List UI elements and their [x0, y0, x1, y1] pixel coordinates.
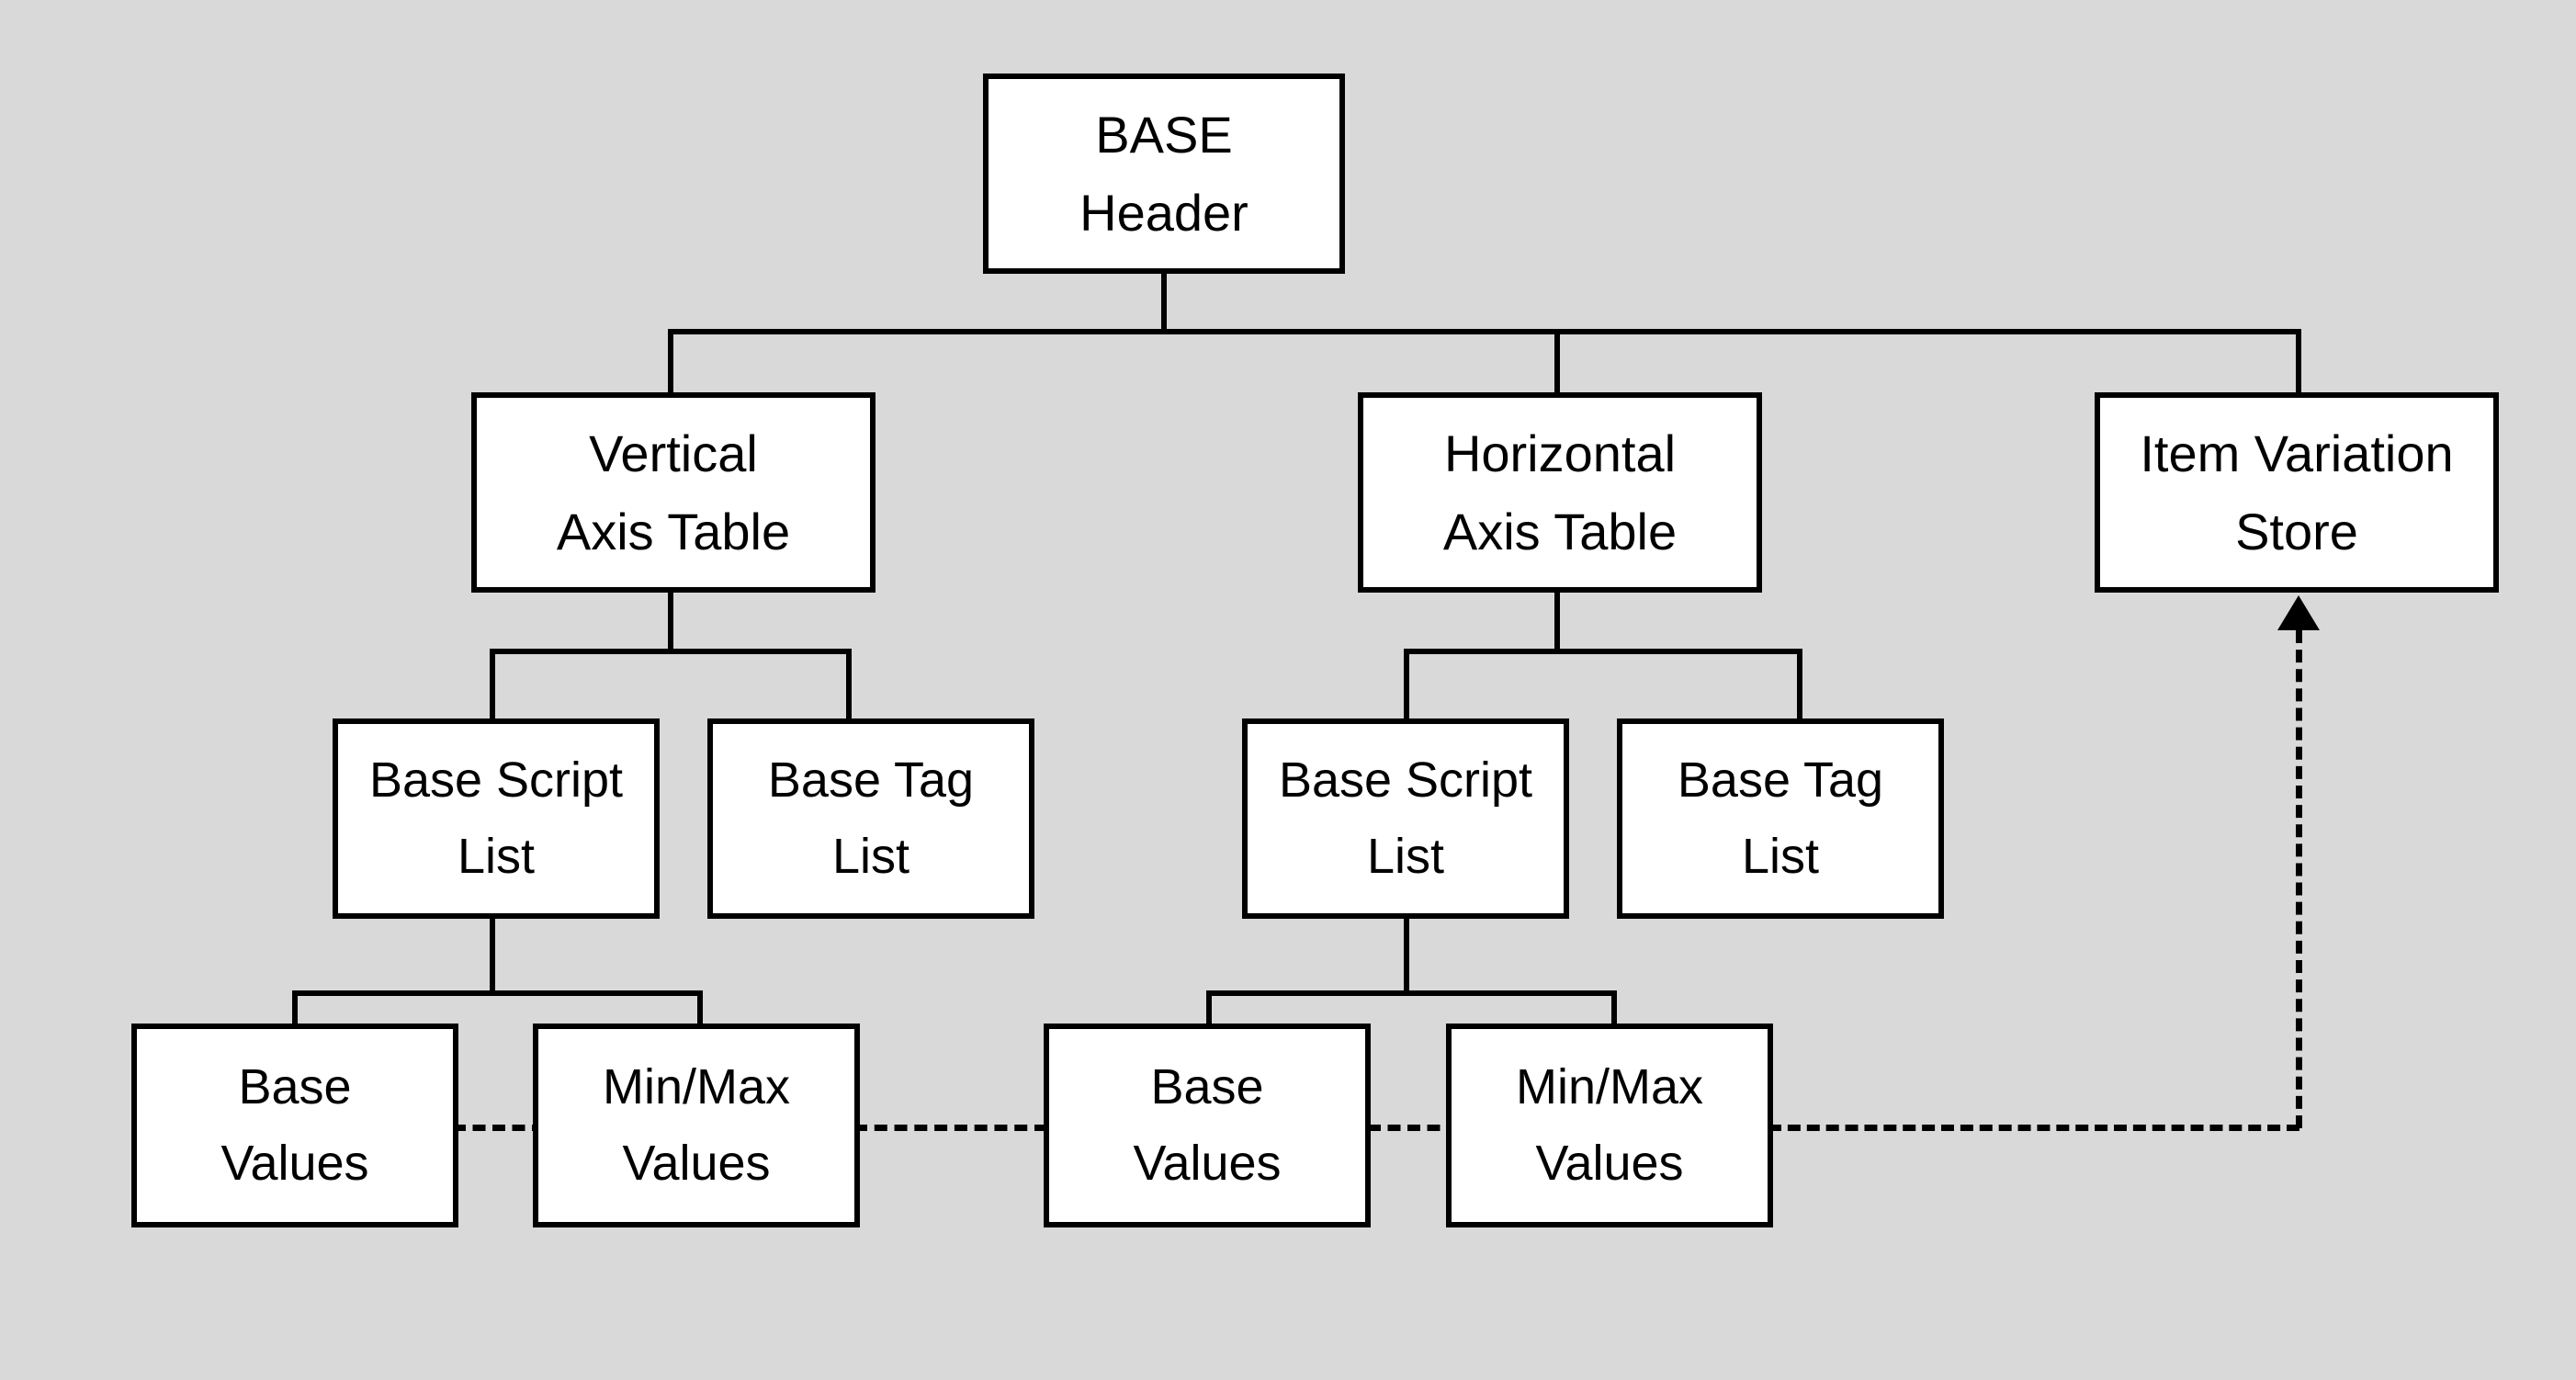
dashed-link-v-minmax-to-h-base	[854, 1125, 1047, 1131]
connector-bus-to-horizontal-axis	[1554, 329, 1560, 395]
dashed-link-v-base-to-v-minmax	[453, 1125, 545, 1131]
node-horizontal-base-script-list[interactable]: Base Script List	[1242, 718, 1569, 919]
node-vertical-axis-table[interactable]: Vertical Axis Table	[471, 392, 876, 593]
node-item-variation-store[interactable]: Item Variation Store	[2095, 392, 2499, 593]
node-horizontal-base-values-line1: Base	[1150, 1058, 1264, 1114]
node-horizontal-minmax-values-line2: Values	[1535, 1136, 1684, 1191]
node-vertical-minmax-values-line2: Values	[622, 1136, 771, 1191]
node-base-header-line2: Header	[1079, 184, 1248, 242]
dashed-link-h-base-to-h-minmax	[1368, 1125, 1460, 1131]
connector-to-h-base-values	[1206, 990, 1212, 1027]
node-vertical-base-values[interactable]: Base Values	[131, 1024, 458, 1227]
dashed-link-h-minmax-to-item-variation	[1768, 1125, 2299, 1131]
connector-horizontal-axis-stem	[1554, 590, 1560, 654]
node-horizontal-base-tag-list[interactable]: Base Tag List	[1617, 718, 1944, 919]
arrowhead-up-icon	[2277, 595, 2320, 630]
node-horizontal-axis-table-line2: Axis Table	[1442, 503, 1678, 560]
connector-to-v-base-script-list	[490, 649, 495, 722]
node-vertical-minmax-values[interactable]: Min/Max Values	[533, 1024, 860, 1227]
node-vertical-base-script-list-line2: List	[457, 829, 536, 884]
node-horizontal-base-script-list-line2: List	[1366, 829, 1445, 884]
node-vertical-base-tag-list-line2: List	[831, 829, 910, 884]
node-horizontal-base-tag-list-line2: List	[1741, 829, 1820, 884]
node-vertical-axis-table-line1: Vertical	[589, 424, 758, 482]
connector-to-v-minmax-values	[697, 990, 703, 1027]
connector-h-base-script-list-stem	[1404, 915, 1409, 994]
node-vertical-base-tag-list[interactable]: Base Tag List	[707, 718, 1034, 919]
connector-bus-to-vertical-axis	[668, 329, 673, 395]
node-horizontal-axis-table-line1: Horizontal	[1443, 424, 1677, 482]
dashed-link-riser-to-item-variation	[2296, 630, 2302, 1128]
node-vertical-axis-table-line2: Axis Table	[556, 503, 791, 560]
node-horizontal-base-script-list-line1: Base Script	[1278, 752, 1533, 808]
node-horizontal-axis-table[interactable]: Horizontal Axis Table	[1358, 392, 1762, 593]
node-base-header[interactable]: BASE Header	[983, 74, 1345, 274]
node-vertical-minmax-values-line1: Min/Max	[602, 1058, 791, 1114]
node-item-variation-store-line1: Item Variation	[2140, 424, 2454, 482]
node-horizontal-minmax-values[interactable]: Min/Max Values	[1446, 1024, 1773, 1227]
node-vertical-base-script-list[interactable]: Base Script List	[333, 718, 660, 919]
node-horizontal-base-values[interactable]: Base Values	[1044, 1024, 1371, 1227]
connector-bus-to-item-variation	[2296, 329, 2301, 395]
connector-vertical-axis-bus	[490, 649, 852, 654]
node-horizontal-base-values-line2: Values	[1133, 1136, 1282, 1191]
node-item-variation-store-line2: Store	[2235, 503, 2358, 560]
connector-to-v-base-values	[292, 990, 298, 1027]
connector-main-bus	[668, 329, 2301, 334]
node-horizontal-base-tag-list-line1: Base Tag	[1677, 752, 1884, 808]
connector-to-v-base-tag-list	[846, 649, 852, 722]
node-vertical-base-tag-list-line1: Base Tag	[767, 752, 975, 808]
node-vertical-base-script-list-line1: Base Script	[368, 752, 624, 808]
node-base-header-line1: BASE	[1095, 105, 1233, 164]
connector-to-h-base-tag-list	[1797, 649, 1802, 722]
connector-to-h-minmax-values	[1611, 990, 1617, 1027]
connector-vertical-axis-stem	[668, 590, 673, 654]
connector-v-base-script-list-stem	[490, 915, 495, 994]
node-vertical-base-values-line1: Base	[238, 1058, 352, 1114]
connector-to-h-base-script-list	[1404, 649, 1409, 722]
connector-horizontal-axis-bus	[1404, 649, 1802, 654]
connector-v-values-bus	[292, 990, 703, 996]
connector-base-header-stem	[1161, 274, 1167, 334]
node-horizontal-minmax-values-line1: Min/Max	[1515, 1058, 1704, 1114]
node-vertical-base-values-line2: Values	[220, 1136, 369, 1191]
connector-h-values-bus	[1206, 990, 1617, 996]
